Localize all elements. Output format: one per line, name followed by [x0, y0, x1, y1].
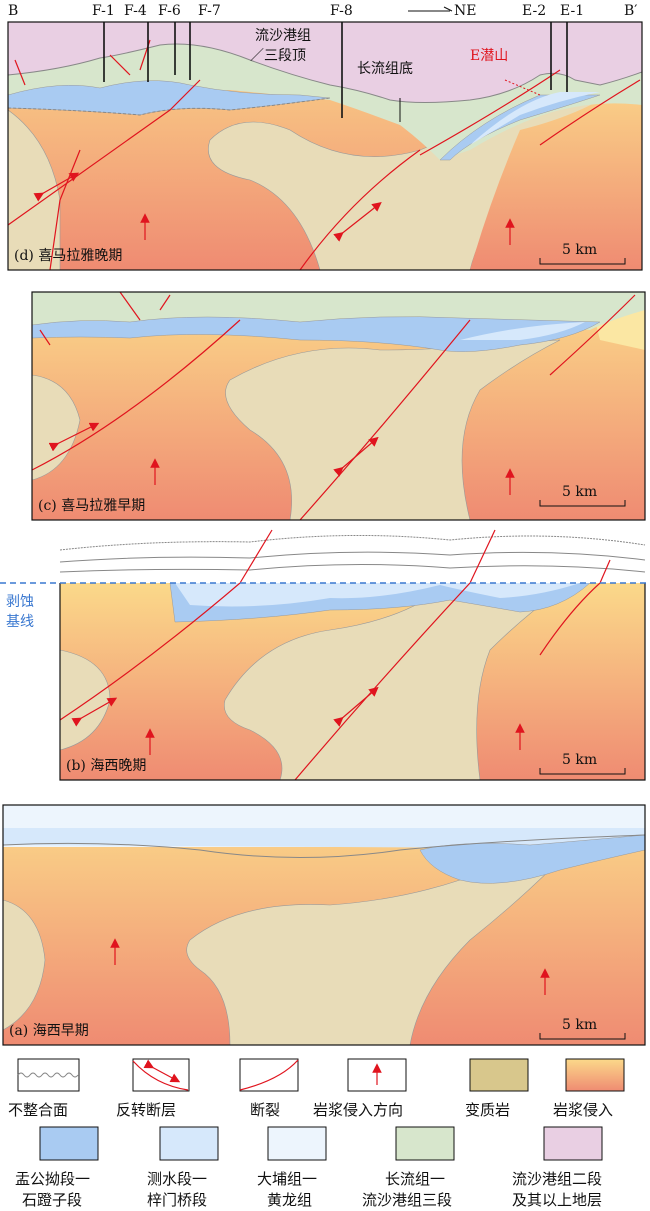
panel-c: (c) 喜马拉雅早期 5 km — [31, 291, 646, 521]
panel-caption: (c) 喜马拉雅早期 — [38, 498, 145, 514]
svg-text:5 km: 5 km — [562, 752, 597, 768]
inverted-fault-arrow — [33, 172, 80, 202]
svg-text:5 km: 5 km — [562, 484, 597, 500]
svg-text:石蹬子段: 石蹬子段 — [22, 1191, 82, 1209]
svg-text:及其以上地层: 及其以上地层 — [512, 1191, 602, 1209]
unconformity-line — [8, 97, 331, 116]
svg-text:5 km: 5 km — [562, 1017, 597, 1033]
svg-text:不整合面: 不整合面 — [8, 1101, 68, 1119]
panel-d: B F-1 F-4 F-6 F-7 F-8 NE E-2 E-1 B′ 流沙港组… — [7, 3, 643, 271]
horizon-label: 流沙港组 — [255, 28, 311, 44]
well-label: F-8 — [330, 3, 353, 19]
panel-caption: (d) 喜马拉雅晚期 — [14, 248, 122, 264]
svg-text:流沙港组二段: 流沙港组二段 — [512, 1170, 602, 1188]
svg-text:黄龙组: 黄龙组 — [267, 1191, 312, 1209]
svg-text:岩浆侵入: 岩浆侵入 — [553, 1101, 613, 1119]
section-end-right: B′ — [624, 3, 637, 19]
svg-text:5 km: 5 km — [562, 242, 597, 258]
svg-text:反转断层: 反转断层 — [116, 1101, 176, 1119]
wells — [103, 22, 568, 118]
well-label: F-1 — [92, 3, 115, 19]
svg-text:测水段一: 测水段一 — [147, 1170, 207, 1188]
horizon-label: ／三段顶 — [250, 48, 306, 64]
svg-text:长流组一: 长流组一 — [385, 1170, 445, 1188]
svg-text:梓门桥段: 梓门桥段 — [147, 1191, 207, 1209]
scale-bar: 5 km — [539, 1017, 626, 1040]
panel-caption: (b) 海西晚期 — [66, 758, 146, 774]
svg-text:盂公拗段一: 盂公拗段一 — [15, 1170, 90, 1188]
legend-item-magma-direction: 岩浆侵入方向 — [313, 1058, 407, 1119]
section-end-left: B — [8, 3, 18, 19]
svg-text:流沙港组三段: 流沙港组三段 — [362, 1191, 452, 1209]
pink-layer — [8, 22, 642, 103]
panel-a: (a) 海西早期 5 km — [2, 804, 646, 1046]
scale-bar: 5 km — [539, 242, 626, 265]
direction-label: NE — [454, 3, 476, 19]
unconformity-icon — [17, 1072, 79, 1078]
erosion-baseline-label: 剥蚀 — [6, 594, 34, 610]
well-label: F-7 — [198, 3, 221, 19]
well-label: F-6 — [158, 3, 181, 19]
legend-item-metamorphic: 变质岩 — [465, 1058, 529, 1119]
svg-text:岩浆侵入方向: 岩浆侵入方向 — [313, 1101, 403, 1119]
well-label: E-2 — [522, 3, 546, 19]
svg-text:断裂: 断裂 — [250, 1101, 280, 1119]
erosion-baseline-label: 基线 — [6, 613, 34, 630]
legend-item-unconformity: 不整合面 — [8, 1058, 80, 1119]
panel-b: 剥蚀 基线 (b) 海西晚期 5 km — [0, 529, 650, 781]
well-label: F-4 — [124, 3, 147, 19]
fault-icon — [239, 1059, 299, 1091]
inverted-fault-arrow — [333, 202, 382, 242]
scale-bar: 5 km — [539, 752, 626, 775]
svg-text:大埔组一: 大埔组一 — [257, 1170, 317, 1188]
scale-bar: 5 km — [539, 484, 626, 507]
pale-blue-layer — [470, 92, 600, 145]
panel-caption: (a) 海西早期 — [9, 1023, 89, 1039]
svg-text:变质岩: 变质岩 — [465, 1101, 510, 1119]
legend-item-magma: 岩浆侵入 — [553, 1058, 625, 1119]
horizon-label: 长流组底 — [357, 61, 413, 77]
legend-item-fault: 断裂 — [239, 1058, 299, 1119]
buried-hill-label: E潜山 — [470, 48, 508, 64]
legend-item-inverted-fault: 反转断层 — [116, 1058, 190, 1119]
well-label: E-1 — [560, 3, 584, 19]
